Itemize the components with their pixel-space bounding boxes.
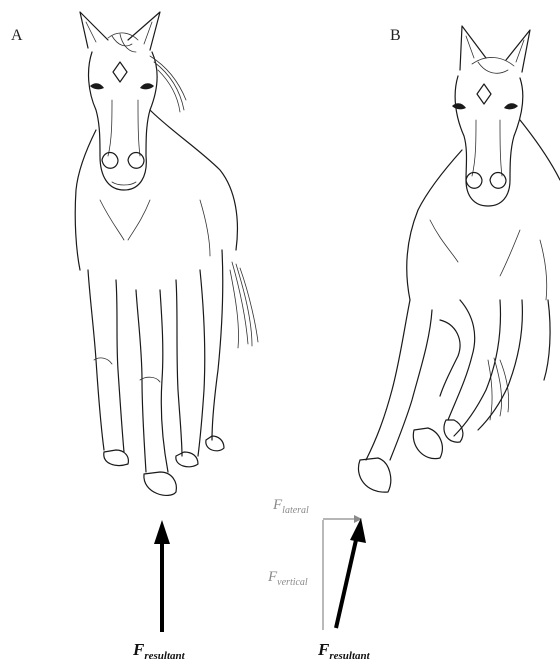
force-subscript: resultant xyxy=(329,650,369,662)
force-subscript: lateral xyxy=(282,505,309,516)
force-symbol: F xyxy=(273,497,282,513)
force-label-b-resultant: Fresultant xyxy=(318,640,370,660)
force-label-b-lateral: Flateral xyxy=(273,496,309,514)
force-symbol: F xyxy=(268,569,277,585)
force-arrow-a-resultant xyxy=(154,520,170,632)
force-subscript: vertical xyxy=(277,577,308,588)
force-arrow-b-resultant xyxy=(336,518,366,628)
panel-label-a: A xyxy=(11,27,23,45)
force-subscript: resultant xyxy=(144,650,184,662)
force-symbol: F xyxy=(133,640,144,659)
horse-a-drawing xyxy=(75,12,258,495)
force-label-b-vertical: Fvertical xyxy=(268,568,308,586)
force-symbol: F xyxy=(318,640,329,659)
panel-label-b: B xyxy=(390,27,401,45)
horse-b-drawing xyxy=(358,26,560,492)
force-arrow-b-lateral xyxy=(323,515,362,523)
force-label-a-resultant: Fresultant xyxy=(133,640,185,660)
